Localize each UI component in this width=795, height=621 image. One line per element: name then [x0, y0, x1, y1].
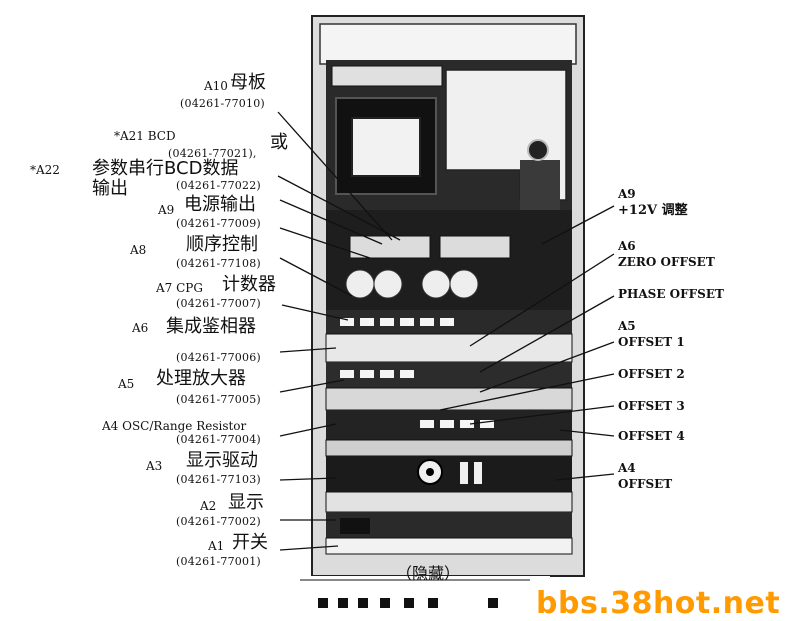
a2-name: 显示	[228, 492, 264, 513]
a5-slot: A5	[118, 377, 135, 391]
a22-code: (04261-77022)	[176, 179, 261, 192]
a1-code: (04261-77001)	[176, 555, 261, 568]
a7-code: (04261-77007)	[176, 297, 261, 310]
a22-name2: 输出	[92, 178, 128, 199]
a21-name: 或	[270, 132, 288, 153]
a10-slot: A10	[204, 79, 228, 93]
a2-code: (04261-77002)	[176, 515, 261, 528]
a8-slot: A8	[130, 243, 147, 257]
a3-slot: A3	[146, 459, 163, 473]
a9-adjust-label: +12V 调整	[618, 203, 688, 218]
a7-slot: A7 CPG	[156, 281, 203, 295]
a1-name: 开关	[232, 532, 268, 553]
a6-right-slot: A6	[618, 239, 636, 253]
a9-right-slot: A9	[618, 187, 636, 201]
a4-right-slot: A4	[618, 461, 636, 475]
a6-slot: A6	[132, 321, 149, 335]
a4-offset-label: OFFSET	[618, 477, 673, 491]
offset-2-label: OFFSET 2	[618, 367, 685, 381]
a3-name: 显示驱动	[186, 450, 258, 471]
a4-code: (04261-77004)	[176, 433, 261, 446]
a7-name: 计数器	[222, 274, 276, 295]
a4-slot: A4 OSC/Range Resistor	[102, 419, 247, 433]
a21-code: (04261-77021),	[168, 147, 257, 160]
a1-slot: A1	[208, 539, 225, 553]
a6-name: 集成鉴相器	[166, 316, 256, 337]
a2-slot: A2	[200, 499, 217, 513]
a9-code: (04261-77009)	[176, 217, 261, 230]
a5-right-slot: A5	[618, 319, 636, 333]
a21-slot: *A21 BCD	[114, 129, 176, 143]
a10-code: (04261-77010)	[180, 97, 265, 110]
a10-name: 母板	[230, 72, 266, 93]
a9-name: 电源输出	[184, 194, 256, 215]
a22-slot: *A22	[30, 163, 60, 177]
a5-code: (04261-77005)	[176, 393, 261, 406]
offset-1-label: OFFSET 1	[618, 335, 685, 349]
phase-offset-label: PHASE OFFSET	[618, 287, 724, 301]
a9-slot: A9	[158, 203, 175, 217]
a22-name: 参数串行BCD数据	[92, 158, 239, 179]
watermark: bbs.38hot.net	[536, 586, 781, 621]
a8-code: (04261-77108)	[176, 257, 261, 270]
hidden-label: （隐藏）	[396, 564, 461, 583]
offset-4-label: OFFSET 4	[618, 429, 685, 443]
a8-name: 顺序控制	[186, 234, 258, 255]
zero-offset-label: ZERO OFFSET	[618, 255, 715, 269]
a6-code: (04261-77006)	[176, 351, 261, 364]
a3-code: (04261-77103)	[176, 473, 261, 486]
offset-3-label: OFFSET 3	[618, 399, 685, 413]
a5-name: 处理放大器	[156, 368, 246, 389]
